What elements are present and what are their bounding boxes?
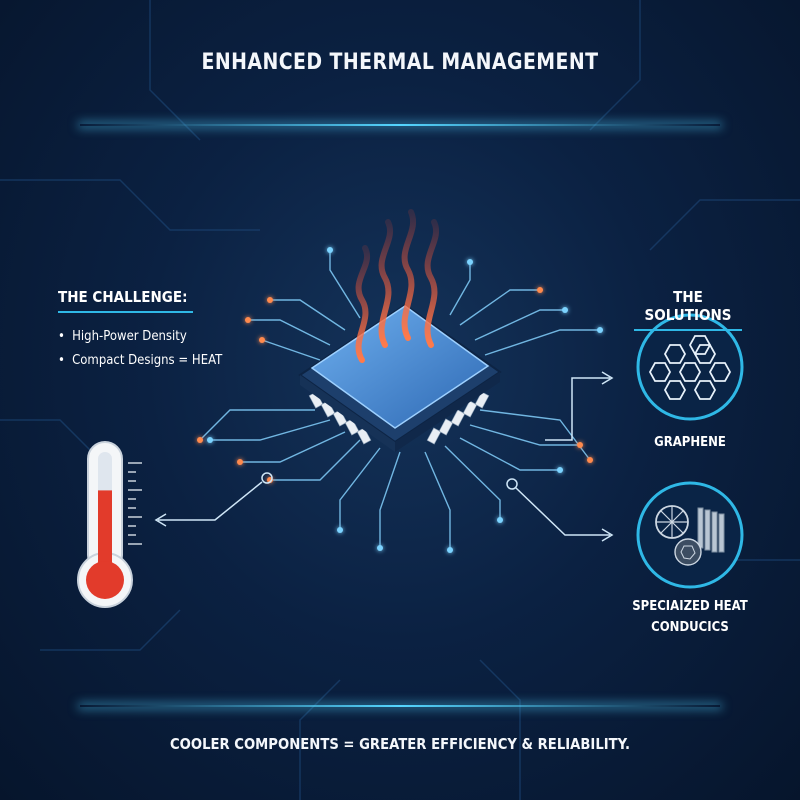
footer-tagline: COOLER COMPONENTS = GREATER EFFICIENCY &… [169,735,631,753]
challenge-list: High-Power Density Compact Designs = HEA… [58,325,288,373]
thermometer-icon [77,441,142,608]
bottom-divider [80,705,720,707]
heat-conductors-label-line: SPECIAIZED HEAT [632,599,748,614]
processor-chip [298,303,502,452]
challenge-section: THE CHALLENGE: High-Power Density Compac… [58,288,288,373]
page-title: ENHANCED THERMAL MANAGEMENT [201,50,599,75]
heat-conductors-label: SPECIAIZED HEAT CONDUCICS [618,596,762,638]
heat-waves [355,209,439,363]
chip-pins [308,391,490,445]
thermometer-fill [98,490,112,580]
arrow-to-graphene [545,371,614,441]
challenge-item: Compact Designs = HEAT [58,349,265,373]
arrow-to-thermometer [154,472,273,527]
graphene-hexagon-icon [636,313,744,421]
heat-conductor-icon [636,481,744,589]
top-divider [80,124,720,126]
challenge-item: High-Power Density [58,325,265,349]
graphene-label: GRAPHENE [654,435,726,450]
heat-conductors-label-line: CONDUCICS [651,620,729,635]
arrow-to-heat-conductors [506,478,614,542]
solutions-heading: THE SOLUTIONS [634,288,742,331]
circuit-traces [199,250,600,550]
challenge-heading: THE CHALLENGE: [58,288,193,313]
thermometer-scale [128,462,142,545]
